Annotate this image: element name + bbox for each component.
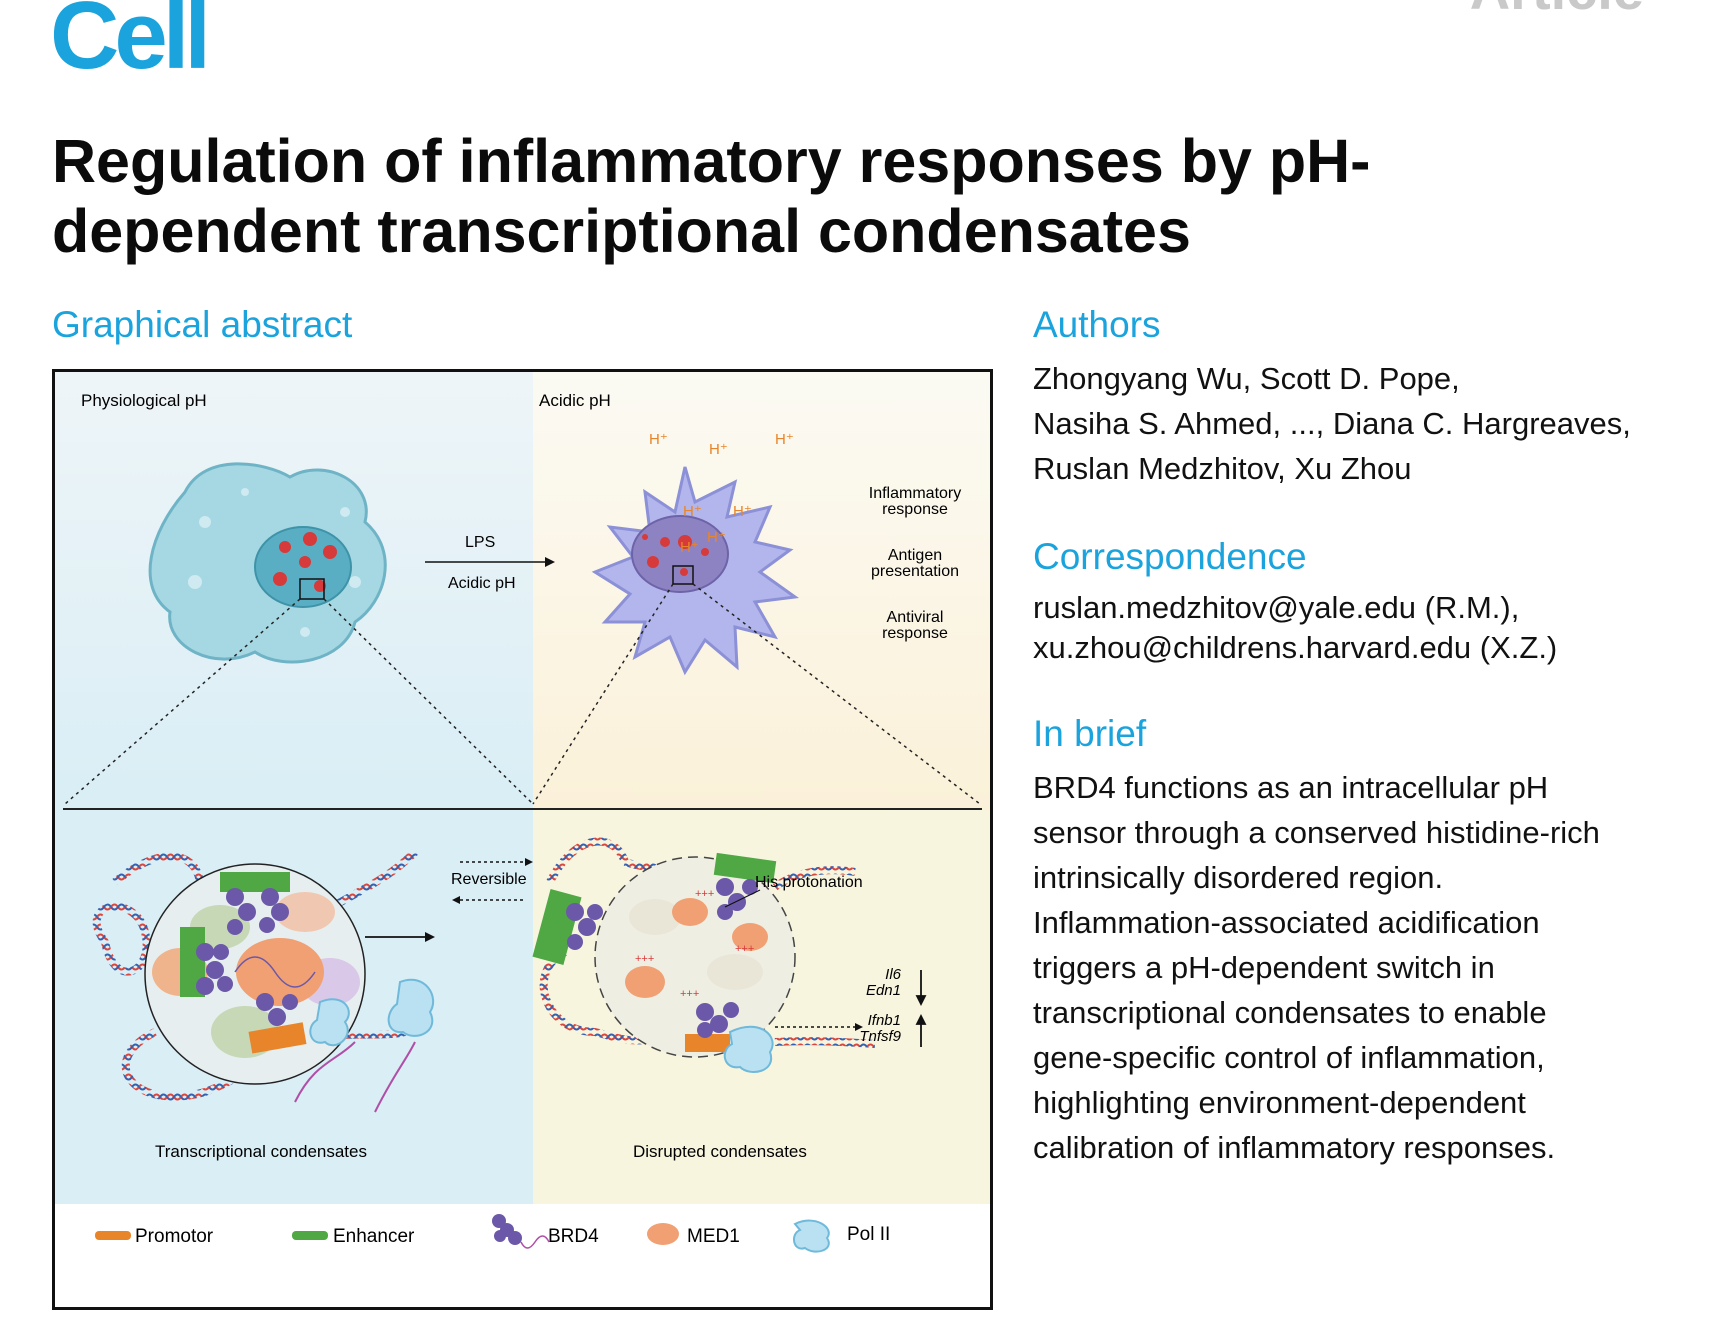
gene-down-1: Il6 bbox=[885, 966, 902, 983]
response-word: presentation bbox=[871, 563, 959, 580]
expression-arrows bbox=[915, 970, 927, 1047]
in-brief-line: intrinsically disordered region. bbox=[1033, 860, 1444, 895]
svg-text:+++: +++ bbox=[680, 988, 699, 1000]
proton-label: H⁺ bbox=[707, 529, 726, 546]
svg-text:+++: +++ bbox=[635, 953, 654, 965]
pol-ii-icon bbox=[793, 1219, 830, 1253]
legend-pol-ii: Pol II bbox=[847, 1224, 890, 1245]
graphical-abstract: Physiological pH Acidic pH LPS Acidic pH… bbox=[52, 369, 993, 1310]
legend-promotor: Promotor bbox=[135, 1226, 214, 1247]
graphical-abstract-heading: Graphical abstract bbox=[52, 304, 353, 345]
med1-icon bbox=[647, 1223, 679, 1245]
correspondence-emails: ruslan.medzhitov@yale.edu (R.M.), xu.zho… bbox=[1033, 588, 1557, 668]
svg-text:+++: +++ bbox=[735, 943, 754, 955]
response-word: response bbox=[882, 501, 948, 518]
physiological-ph-label: Physiological pH bbox=[81, 391, 207, 410]
correspondence-email-1[interactable]: ruslan.medzhitov@yale.edu (R.M.), bbox=[1033, 590, 1520, 625]
disrupted-condensates-label: Disrupted condensates bbox=[633, 1142, 807, 1161]
authors-line: Zhongyang Wu, Scott D. Pope, bbox=[1033, 361, 1460, 396]
zoom-lines bbox=[64, 583, 981, 805]
authors-heading: Authors bbox=[1033, 304, 1161, 345]
proton-label: H⁺ bbox=[775, 431, 794, 448]
in-brief-line: gene-specific control of inflammation, bbox=[1033, 1040, 1545, 1075]
in-brief-line: highlighting environment-dependent bbox=[1033, 1085, 1526, 1120]
zoom-box-right bbox=[672, 565, 694, 585]
proton-label: H⁺ bbox=[709, 441, 728, 458]
legend-enhancer: Enhancer bbox=[333, 1226, 415, 1247]
in-brief-heading: In brief bbox=[1033, 713, 1147, 754]
journal-logo: Cell bbox=[50, 0, 211, 89]
promotor-swatch bbox=[95, 1231, 131, 1240]
paper-title: Regulation of inflammatory responses by … bbox=[52, 127, 1371, 265]
legend-bg bbox=[55, 1204, 990, 1307]
proton-label: H⁺ bbox=[683, 503, 702, 520]
gene-up-1: Ifnb1 bbox=[868, 1012, 901, 1029]
gene-up-2: Tnfsf9 bbox=[859, 1028, 901, 1045]
legend-brd4: BRD4 bbox=[548, 1226, 599, 1247]
enhancer-swatch bbox=[292, 1231, 328, 1240]
gene-list: Il6 Edn1 Ifnb1 Tnfsf9 bbox=[859, 966, 901, 1045]
proton-label: H⁺ bbox=[733, 503, 752, 520]
lps-label: LPS bbox=[465, 534, 495, 551]
legend: Promotor Enhancer BRD4 MED1 Pol II bbox=[95, 1214, 890, 1253]
authors-list: Zhongyang Wu, Scott D. Pope, Nasiha S. A… bbox=[1033, 356, 1631, 491]
in-brief-line: sensor through a conserved histidine-ric… bbox=[1033, 815, 1600, 850]
transcriptional-condensate bbox=[92, 849, 435, 1113]
disrupted-condensate: +++ +++ +++ +++ bbox=[532, 837, 876, 1073]
correspondence-email-2[interactable]: xu.zhou@childrens.harvard.edu (X.Z.) bbox=[1033, 630, 1558, 665]
zoom-box-left bbox=[299, 578, 325, 600]
resting-cell bbox=[148, 462, 387, 664]
proton-label: H⁺ bbox=[680, 539, 699, 556]
response-word: response bbox=[882, 625, 948, 642]
legend-med1: MED1 bbox=[687, 1226, 740, 1247]
proton-label: H⁺ bbox=[649, 431, 668, 448]
in-brief-line: triggers a pH-dependent switch in bbox=[1033, 950, 1495, 985]
his-protonation-label: His protonation bbox=[755, 874, 863, 891]
gene-down-2: Edn1 bbox=[866, 982, 901, 999]
authors-line: Nasiha S. Ahmed, ..., Diana C. Hargreave… bbox=[1033, 406, 1631, 441]
transcriptional-condensates-label: Transcriptional condensates bbox=[155, 1142, 367, 1161]
svg-text:+++: +++ bbox=[695, 888, 714, 900]
in-brief-line: BRD4 functions as an intracellular pH bbox=[1033, 770, 1549, 805]
acidic-ph-arrow-label: Acidic pH bbox=[448, 575, 516, 592]
reversible-arrows: Reversible bbox=[451, 858, 533, 904]
acidic-ph-label: Acidic pH bbox=[539, 391, 611, 410]
article-type-label: Article bbox=[1470, 0, 1644, 18]
in-brief-line: calibration of inflammatory responses. bbox=[1033, 1130, 1556, 1165]
authors-line: Ruslan Medzhitov, Xu Zhou bbox=[1033, 451, 1412, 486]
brd4-icon bbox=[492, 1214, 522, 1245]
correspondence-heading: Correspondence bbox=[1033, 536, 1307, 577]
reversible-label: Reversible bbox=[451, 871, 527, 888]
in-brief-text: BRD4 functions as an intracellular pH se… bbox=[1033, 765, 1600, 1170]
in-brief-line: transcriptional condensates to enable bbox=[1033, 995, 1547, 1030]
activated-cell bbox=[591, 466, 799, 676]
in-brief-line: Inflammation-associated acidification bbox=[1033, 905, 1540, 940]
